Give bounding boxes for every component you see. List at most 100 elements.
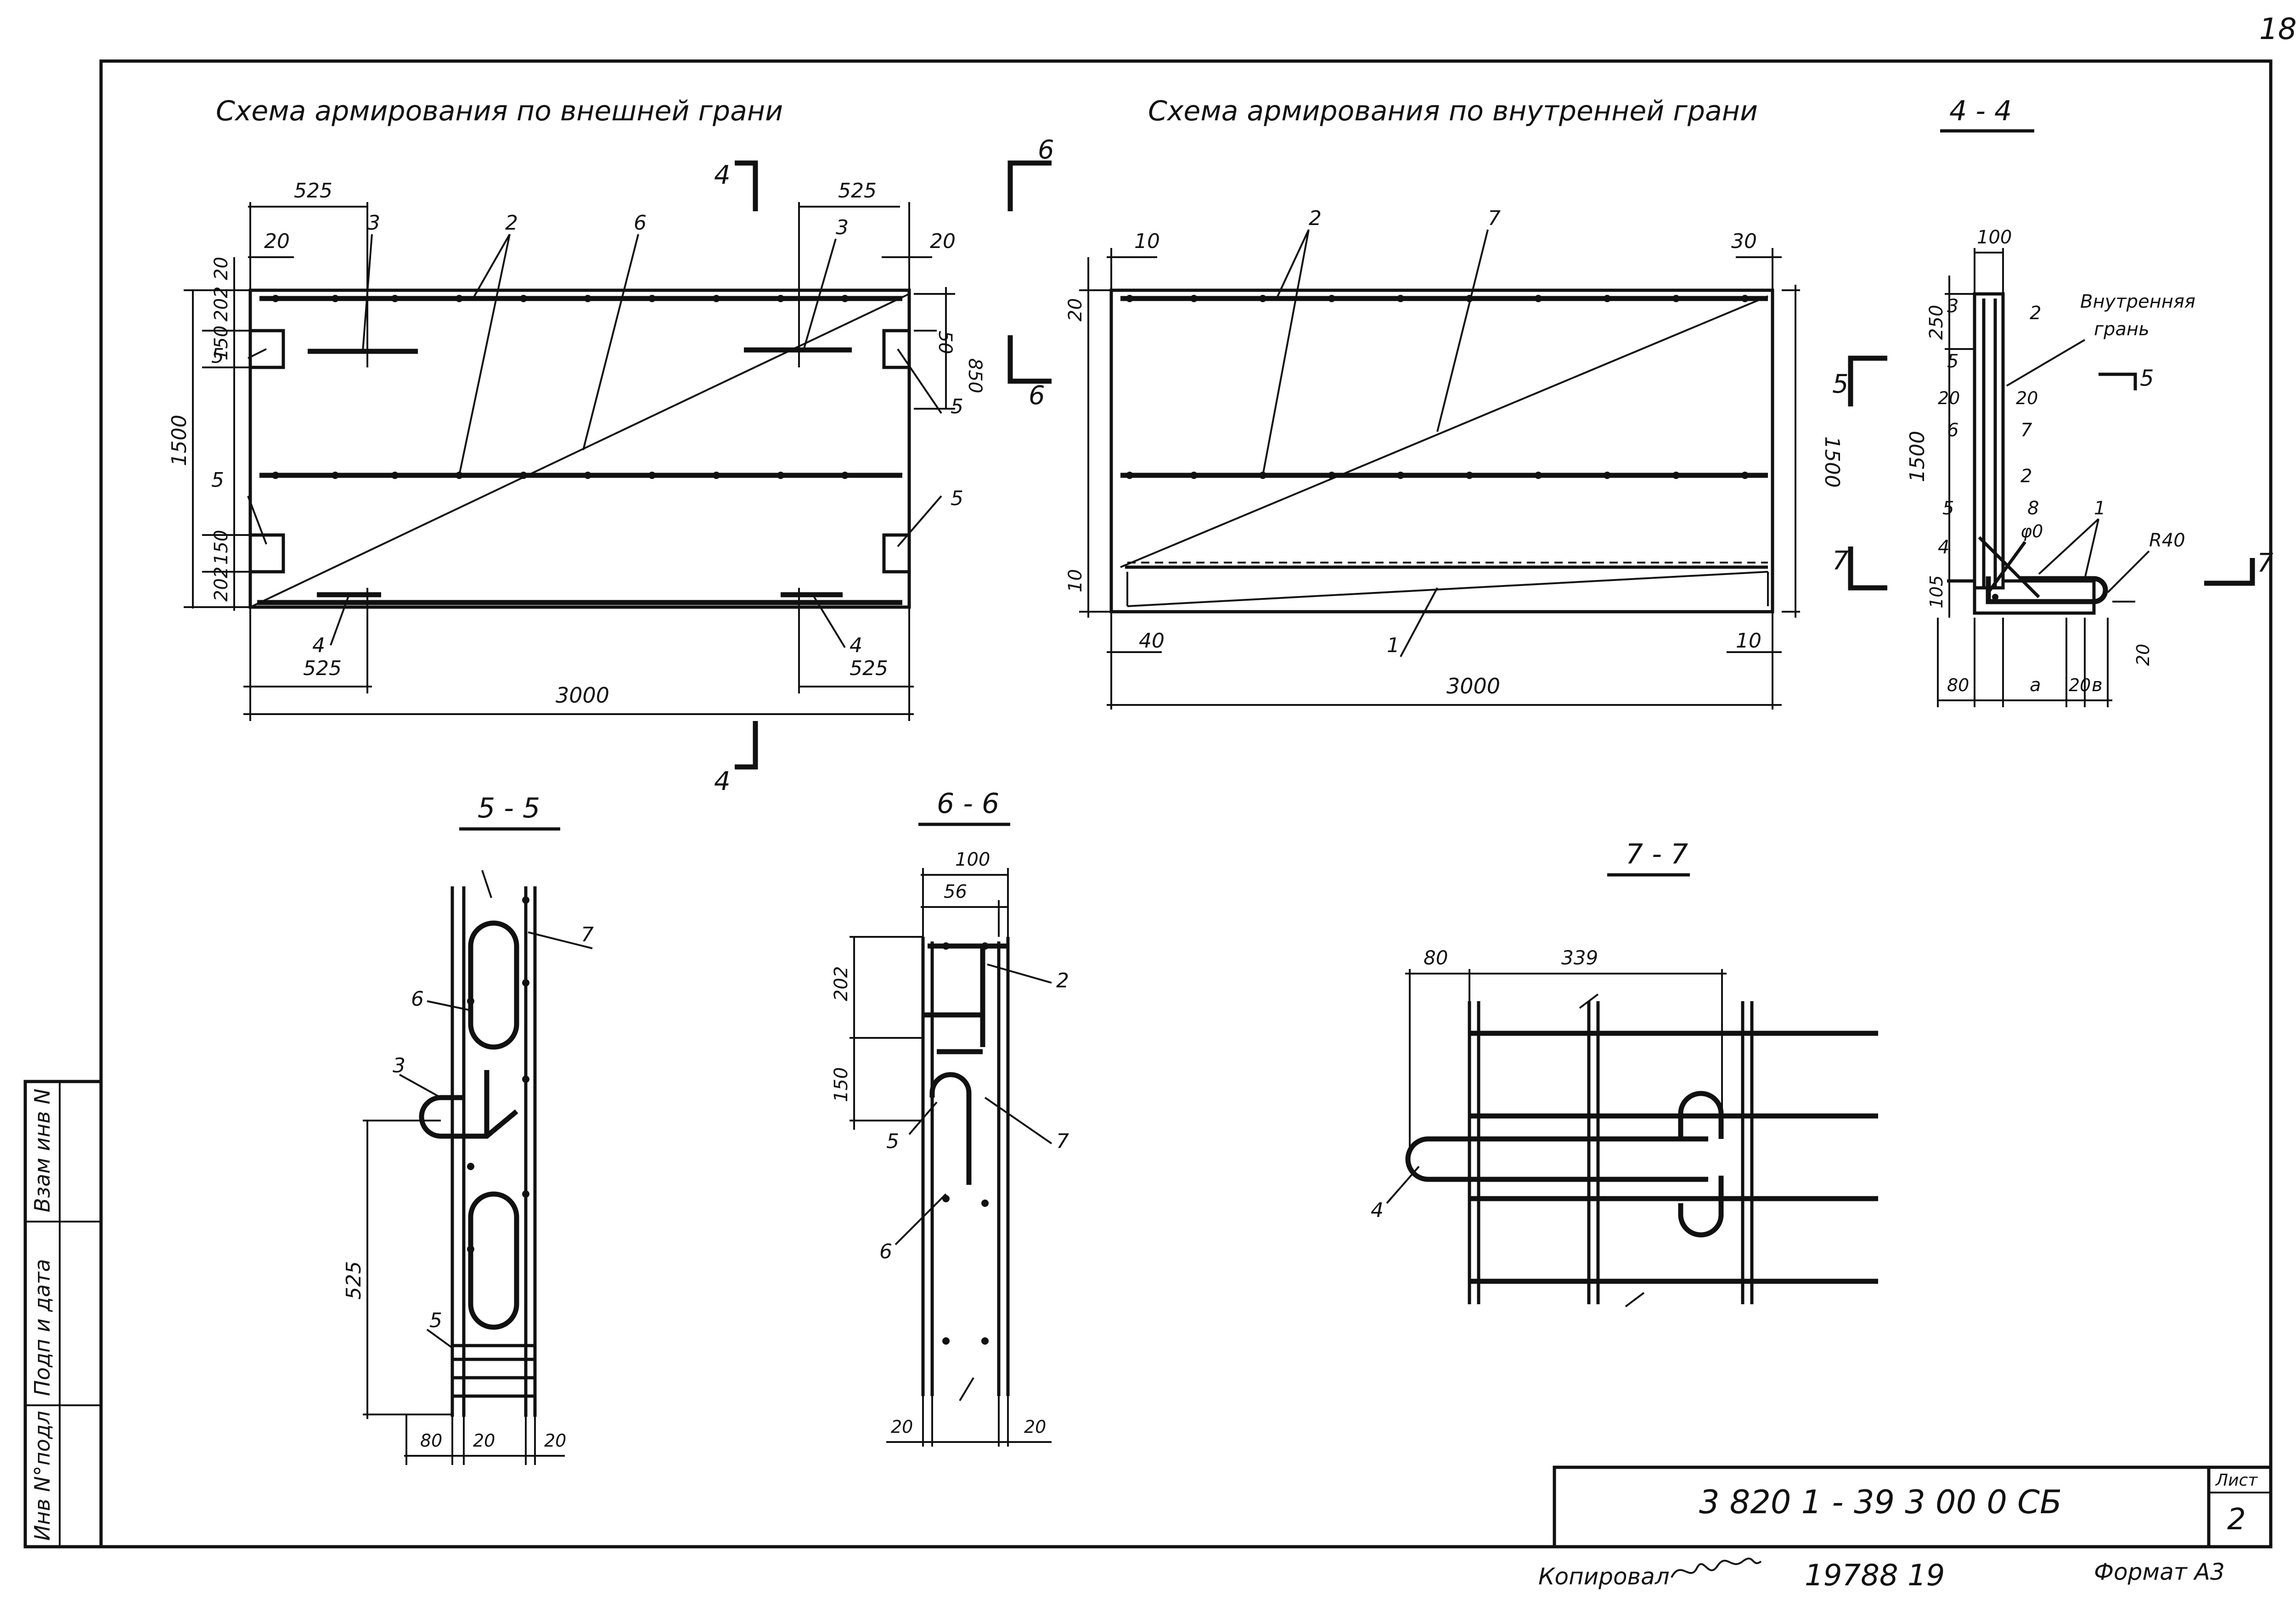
footer-copied: Копировал [1538,1563,1670,1590]
dim-525-bot-left: 525 [303,657,342,680]
dim-100-66: 100 [955,849,990,870]
dim-20a-55: 20 [473,1431,495,1451]
cut-mark-7: 7 [1832,546,1887,591]
dim-525-top-left: 525 [294,179,332,203]
dim-20-right: 20 [930,230,956,253]
dim-b-44: в [2092,675,2103,696]
pos-5-bot-right: 5 [951,487,963,510]
sec-7-7-title: 7 - 7 [1626,838,1688,870]
pos-4-77: 4 [1371,1199,1384,1222]
dim-40: 40 [1139,629,1165,653]
pos-4-left: 4 [312,634,325,657]
dim-250-44: 250 [1926,305,1947,340]
inner-face-label-1: Внутренняя [2080,291,2195,312]
footer-number: 19788 19 [1805,1559,1945,1593]
pos-5-55: 5 [429,1309,442,1332]
dim-20v-44: 20 [2133,644,2153,666]
pos-7-66: 7 [1056,1130,1069,1153]
dim-20b-66: 20 [1024,1417,1046,1437]
footer-format: Формат А3 [2094,1559,2225,1585]
pos-6-55: 6 [411,987,424,1011]
dim-20-vert: 20 [211,257,232,280]
dim-10-top: 10 [1134,230,1160,253]
pos-2b-44: 2 [2020,466,2032,487]
dim-80-77: 80 [1424,946,1448,969]
pos-3-44: 3 [1947,296,1958,317]
sheet-label: Лист [2215,1471,2258,1490]
dim-105-44: 105 [1926,575,1947,608]
stamp-inv: Инв N°подл [30,1411,55,1541]
drawing-code: 3 820 1 - 39 3 00 0 СБ [1699,1483,2062,1521]
sec-6-6-title: 6 - 6 [937,788,999,820]
pos-2-66: 2 [1056,969,1069,992]
pos-1-44: 1 [2094,498,2105,519]
inner-title: Схема армирования по внутренней грани [1148,95,1758,127]
pos-5-top-right: 5 [951,395,963,418]
side-stamp: Взам инв N Подп и дата Инв N°подл [23,1080,103,1549]
pos-20a-44: 20 [1938,388,1960,408]
cut-mark-5-44: 5 [2099,366,2154,391]
pos-6-66: 6 [879,1240,892,1263]
label-phi: φ0 [2020,521,2043,541]
pos-7-inner: 7 [1488,207,1501,230]
dim-150-bot: 150 [211,530,232,565]
dim-20-44: 20 [2069,675,2091,695]
dim-a-44: a [2030,675,2041,696]
outer-title: Схема армирования по внешней грани [216,95,783,127]
dim-525-top-right: 525 [838,179,877,203]
svg-text:6: 6 [1029,381,1045,411]
dim-50: 50 [934,331,956,354]
dim-850: 850 [964,358,985,393]
dim-20a-66: 20 [891,1417,913,1437]
dim-10-left: 10 [1065,569,1086,592]
dim-339-77: 339 [1561,946,1598,969]
pos-4-44: 4 [1938,537,1949,558]
dim-20-left: 20 [264,230,290,253]
pos-3-right: 3 [836,216,849,239]
dim-20b-55: 20 [544,1431,566,1451]
dim-80-55: 80 [420,1431,442,1451]
section-6-6: 6 - 6 100 56 202 150 2 [831,788,1069,1447]
dim-30: 30 [1731,230,1757,253]
cut-mark-7-44: 7 [2204,548,2273,586]
pos-6-44: 6 [1947,420,1958,441]
svg-text:5: 5 [2140,366,2154,391]
pos-1-inner: 1 [1387,634,1400,657]
sec-5-5-title: 5 - 5 [478,792,540,824]
dim-20-inner: 20 [1065,298,1086,321]
cut-mark-4: 4 4 [714,160,758,796]
pos-3-55: 3 [393,1054,405,1077]
pos-5-bot-left: 5 [211,468,224,492]
section-7-7: 7 - 7 80 339 4 [1371,838,1878,1307]
dim-525-bot-right: 525 [850,657,888,680]
section-4-4: 4 - 4 100 250 1500 105 80 a 20 в 20 R40 [1906,95,2273,707]
svg-text:7: 7 [1832,546,1849,576]
dim-150-66: 150 [831,1067,852,1102]
dim-3000-inner: 3000 [1446,674,1500,699]
inner-face-label-2: грань [2094,319,2150,340]
cut-mark-5: 5 [1832,355,1887,406]
dim-1500-outer: 1500 [168,415,191,466]
svg-text:5: 5 [1832,369,1849,399]
pos-2a-44: 2 [2030,303,2041,324]
dim-1500-44: 1500 [1906,431,1929,482]
pos-7-44: 7 [2020,420,2032,441]
dim-525-55: 525 [342,1261,366,1300]
dim-1500-inner: 1500 [1820,436,1844,488]
svg-text:4: 4 [714,766,731,796]
pos-4-right: 4 [850,634,862,657]
pos-5-66: 5 [886,1130,899,1153]
outer-face-scheme: Схема армирования по внешней грани 525 5… [168,95,1054,796]
svg-text:7: 7 [2257,548,2273,578]
cut-mark-6: 6 6 [1007,135,1054,411]
dim-202-66: 202 [831,966,852,1001]
sheet-number: 2 [2227,1503,2246,1537]
pos-5a-44: 5 [1947,351,1958,372]
dim-56-66: 56 [944,881,967,902]
dim-80-44: 80 [1947,675,1969,695]
stamp-vzam: Взам инв N [30,1088,55,1212]
sheet-frame [99,59,2273,1549]
dim-150-top: 150 [211,326,232,361]
dim-10-bot: 10 [1736,629,1761,653]
sec-4-4-title: 4 - 4 [1949,95,2012,127]
